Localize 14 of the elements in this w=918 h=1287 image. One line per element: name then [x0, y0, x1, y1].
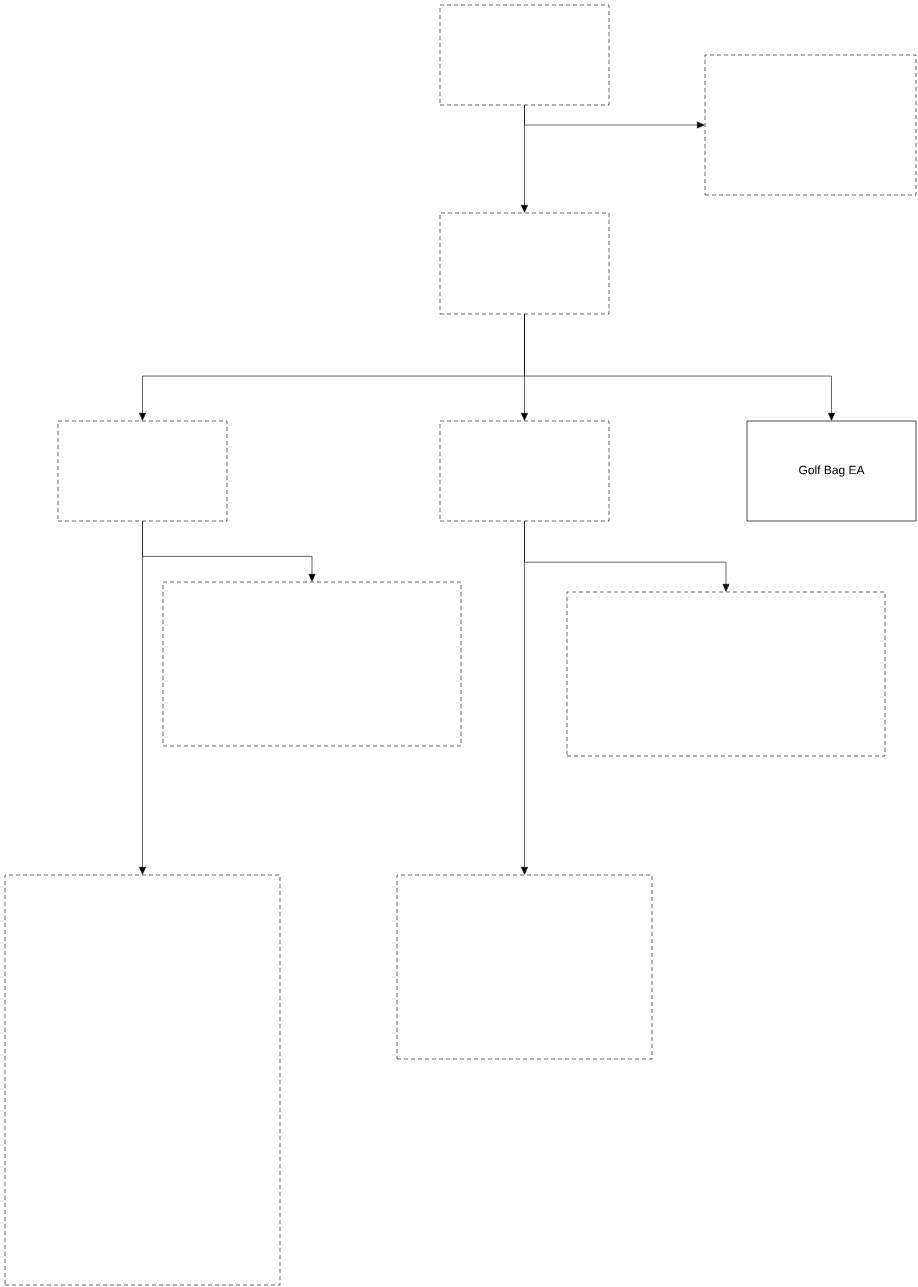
dashed-box — [439, 420, 610, 522]
dashed-box — [566, 591, 886, 757]
dashed-box — [439, 4, 610, 106]
arrow — [524, 313, 835, 421]
arrow — [139, 520, 146, 875]
dashed-box — [704, 54, 917, 196]
dashed-box — [4, 874, 281, 1286]
dashed-box — [439, 212, 610, 315]
dashed-box — [162, 581, 462, 747]
arrow — [521, 520, 528, 875]
dashed-box — [396, 874, 653, 1060]
text-box: Golf Bag EA — [746, 420, 917, 522]
arrow — [521, 104, 528, 213]
dashed-box — [57, 420, 228, 522]
